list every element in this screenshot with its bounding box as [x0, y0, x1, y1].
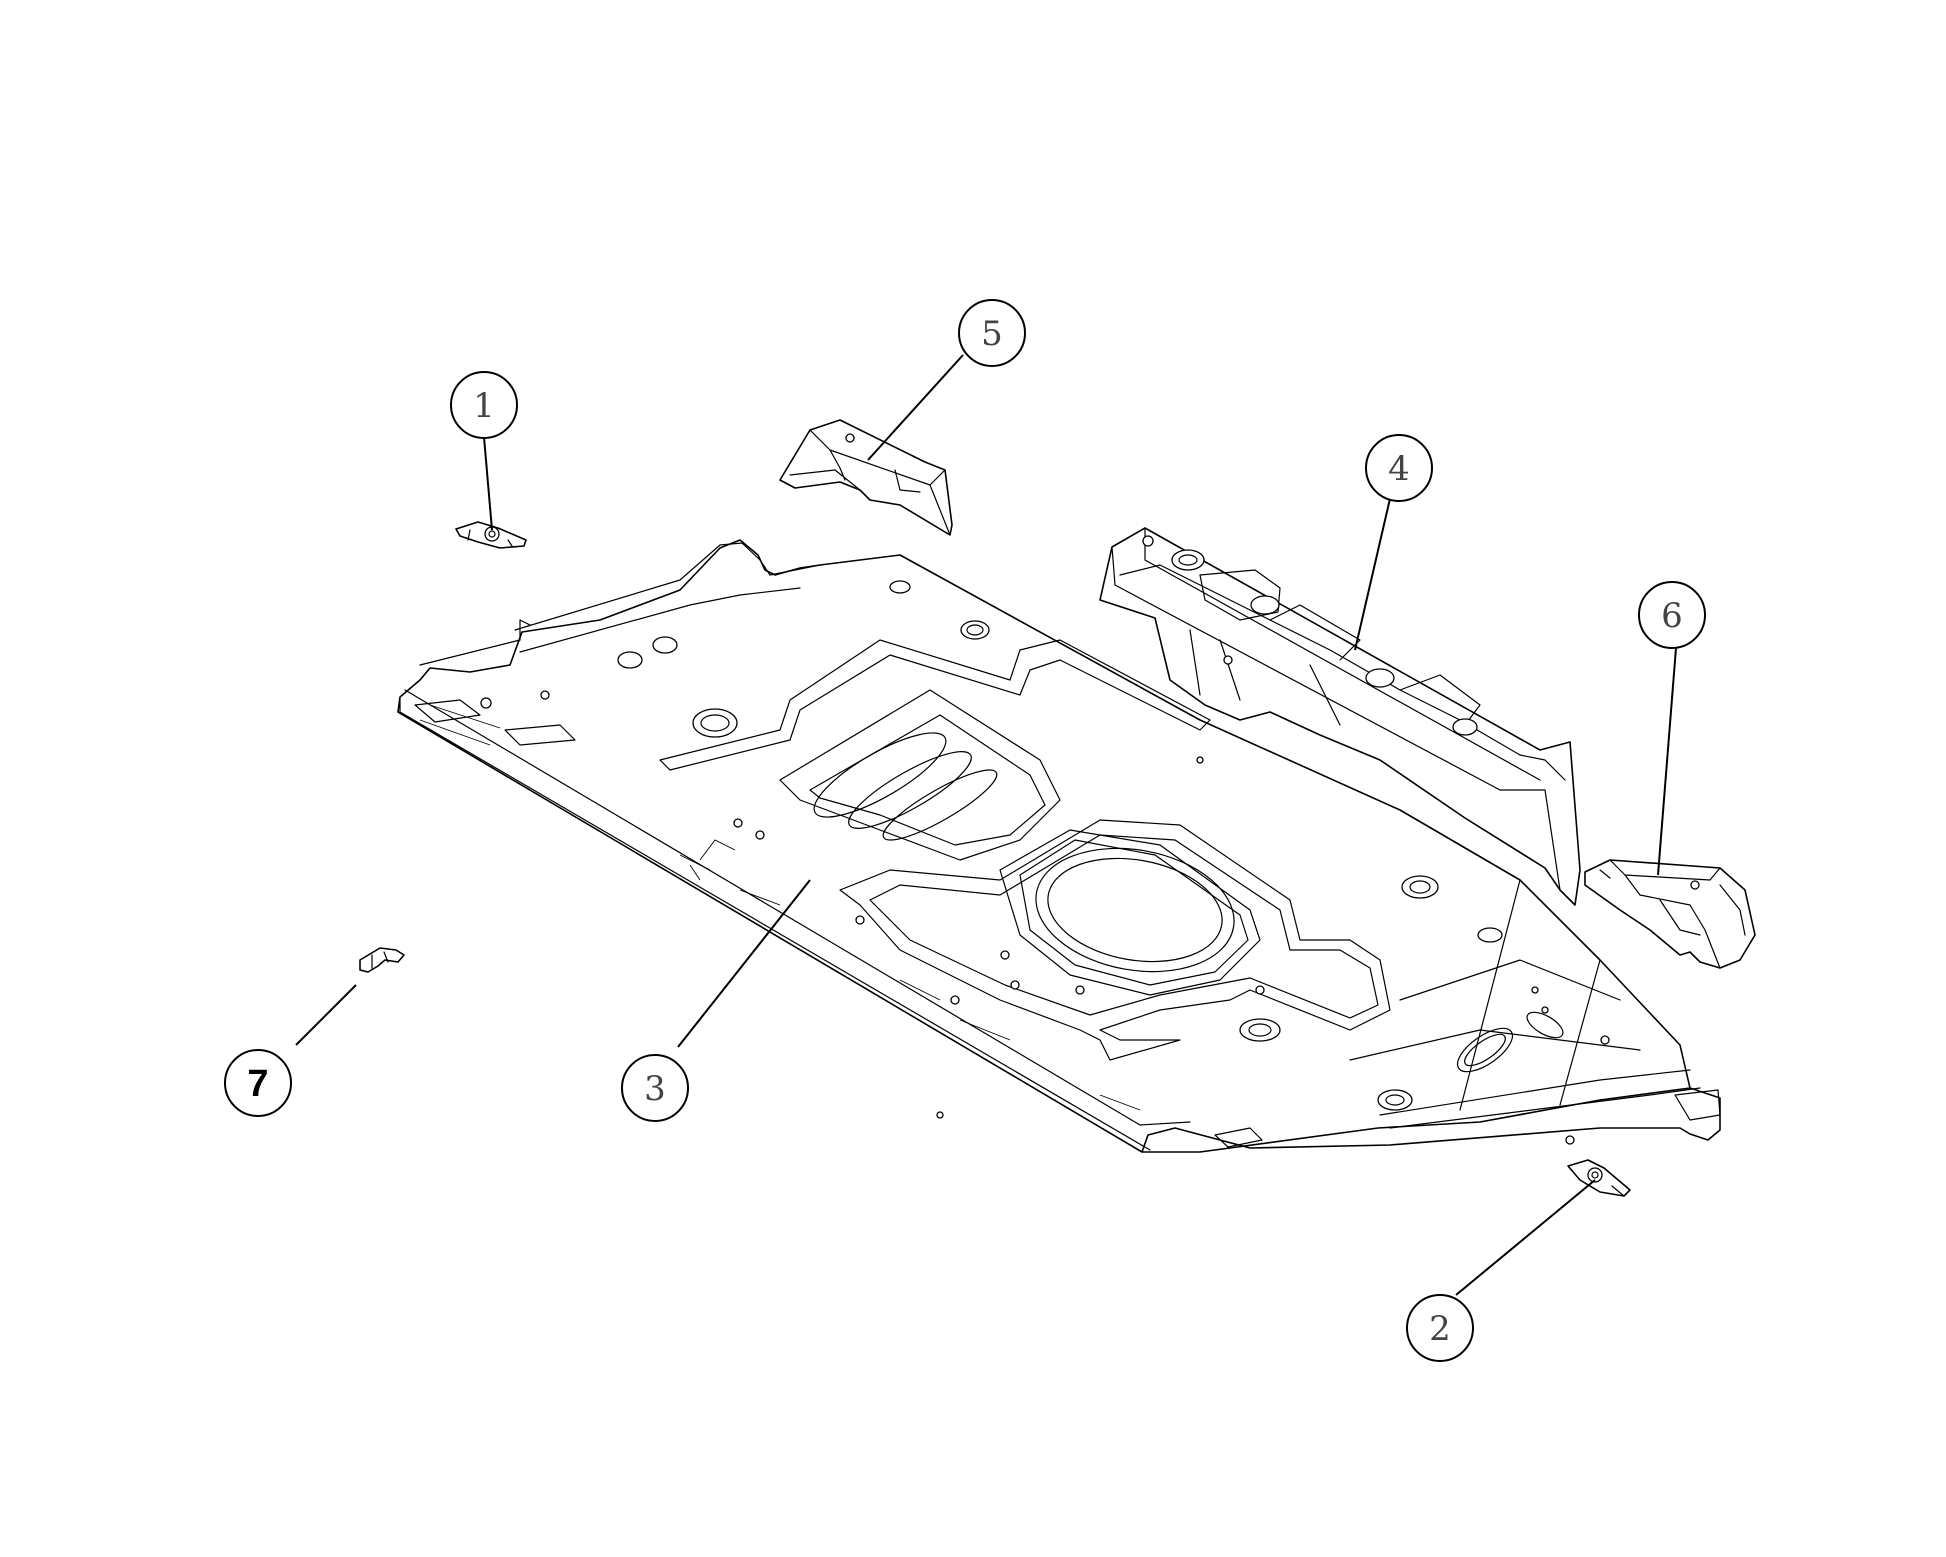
callout-1-label: 1: [473, 386, 495, 426]
part-3-floor-pan: [397, 539, 1721, 1153]
leader-2: [1455, 1179, 1596, 1296]
leader-6: [1657, 647, 1677, 876]
part-2-clip: [1567, 1159, 1631, 1197]
callout-6-label: 6: [1661, 596, 1683, 636]
leader-1: [483, 436, 493, 531]
callout-1: 1: [450, 371, 518, 439]
callout-2-label: 2: [1429, 1309, 1451, 1349]
part-6-corner-bracket: [1584, 859, 1756, 969]
leader-7: [295, 984, 357, 1046]
leader-3: [677, 879, 811, 1048]
callout-4: 4: [1365, 434, 1433, 502]
leader-4: [1354, 489, 1393, 651]
callout-5: 5: [958, 299, 1026, 367]
part-5-rear-bracket: [779, 419, 953, 536]
callout-2: 2: [1406, 1294, 1474, 1362]
callout-4-label: 4: [1388, 449, 1410, 489]
callout-3-label: 3: [644, 1069, 666, 1109]
part-4-cross-member: [1099, 527, 1581, 906]
callout-3: 3: [621, 1054, 689, 1122]
part-7-bracket: [359, 947, 405, 973]
callout-7-label: 7: [247, 1063, 268, 1105]
leader-lines: [295, 354, 1677, 1296]
callout-6: 6: [1638, 581, 1706, 649]
callout-5-label: 5: [981, 314, 1003, 354]
leader-5: [867, 354, 964, 461]
callout-7: 7: [224, 1049, 292, 1117]
